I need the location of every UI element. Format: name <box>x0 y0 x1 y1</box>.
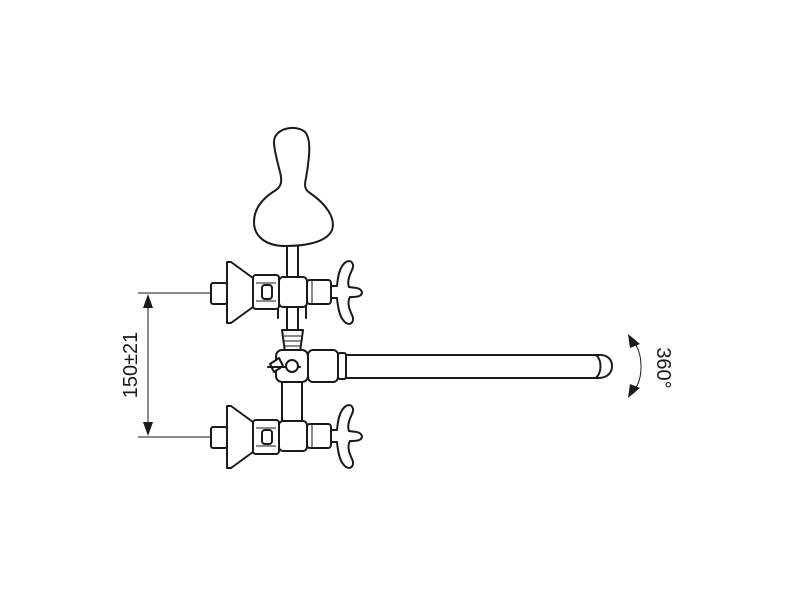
faucet-body <box>277 304 307 421</box>
lower-valve-bonnet <box>306 423 332 449</box>
upper-cross-handle <box>330 260 363 325</box>
rotation-angle-label: 360° <box>652 347 674 388</box>
rotation-indicator: 360° <box>628 334 674 398</box>
diverter <box>267 349 309 383</box>
dimension-arrow-bottom <box>143 422 153 436</box>
spout-tube <box>345 354 613 379</box>
shower-handset <box>253 126 334 247</box>
lower-cross-handle <box>330 404 363 469</box>
lower-wall-connector <box>210 405 280 469</box>
rotation-arrow-top <box>628 334 640 348</box>
dimension-arrow-top <box>143 294 153 308</box>
height-dimension: 150±21 <box>120 292 210 438</box>
rotation-arrow-bottom <box>628 384 640 398</box>
swivel-spout <box>307 349 613 383</box>
spout-collar <box>307 349 339 383</box>
height-dimension-label: 150±21 <box>120 332 142 399</box>
lower-valve <box>278 404 363 469</box>
diverter-knob <box>285 359 299 373</box>
upper-escutcheon <box>226 261 254 324</box>
upper-valve-bonnet <box>306 279 332 305</box>
upper-valve <box>278 260 363 325</box>
lower-escutcheon <box>226 405 254 469</box>
rotation-arc <box>632 341 642 391</box>
upper-wall-connector <box>210 261 280 324</box>
